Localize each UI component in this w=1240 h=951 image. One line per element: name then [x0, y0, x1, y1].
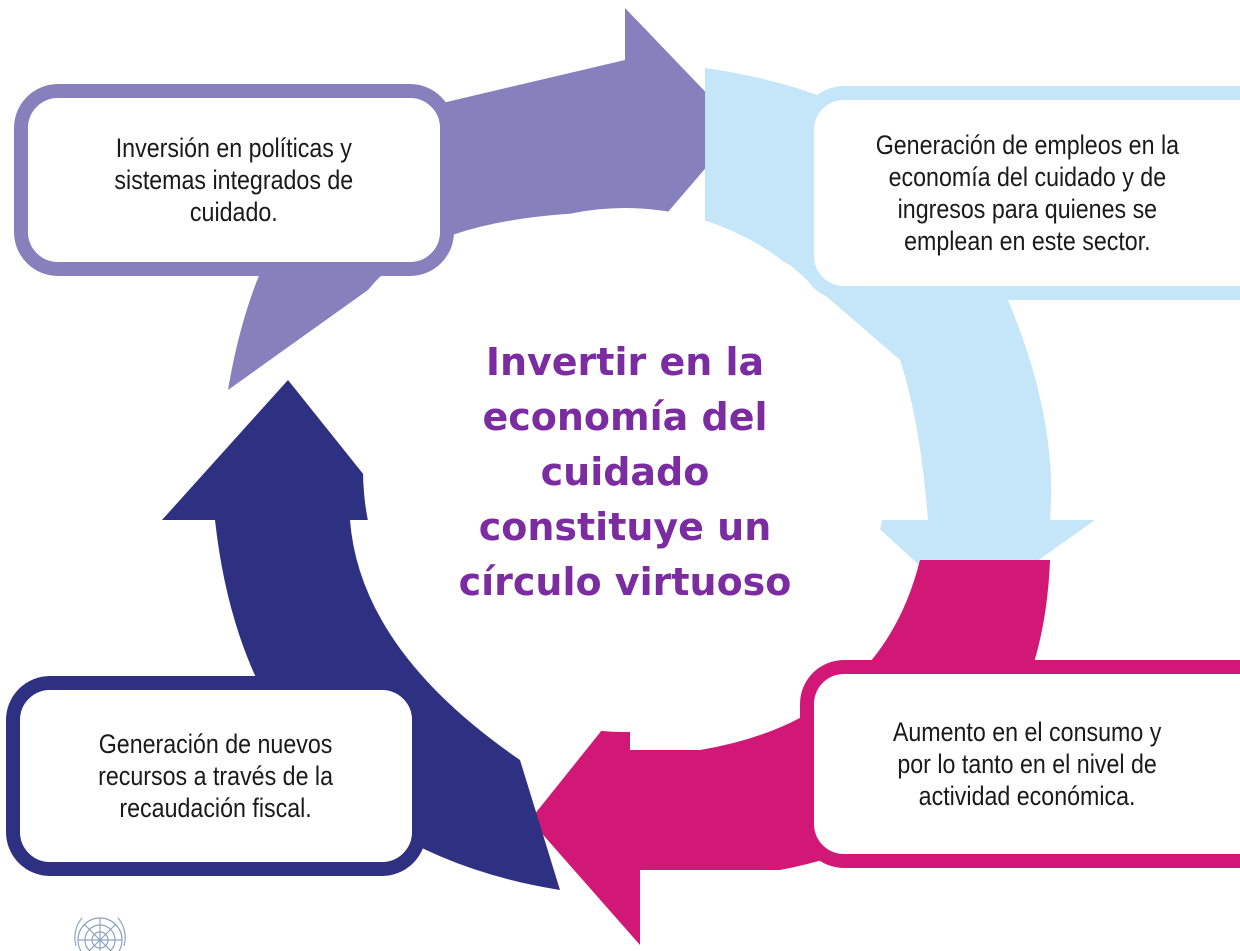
box-fiscal: Generación de nuevos recursos a través d… — [6, 676, 426, 876]
arrow-magenta — [530, 560, 1050, 945]
box-employment-text: Generación de empleos en la economía del… — [875, 130, 1179, 256]
center-disk — [363, 208, 887, 732]
box-fiscal-text: Generación de nuevos recursos a través d… — [98, 729, 334, 823]
center-title: Invertir en la economía del cuidado cons… — [458, 340, 792, 604]
box-consumption: Aumento en el consumo y por lo tanto en … — [800, 660, 1240, 868]
arrow-lavender — [228, 8, 740, 390]
box-investment: Inversión en políticas y sistemas integr… — [14, 84, 454, 276]
box-investment-text: Inversión en políticas y sistemas integr… — [114, 133, 354, 227]
box-employment: Generación de empleos en la economía del… — [800, 86, 1240, 300]
arrow-navy — [162, 380, 560, 890]
un-emblem-icon — [74, 917, 126, 951]
box-consumption-text: Aumento en el consumo y por lo tanto en … — [892, 717, 1162, 811]
